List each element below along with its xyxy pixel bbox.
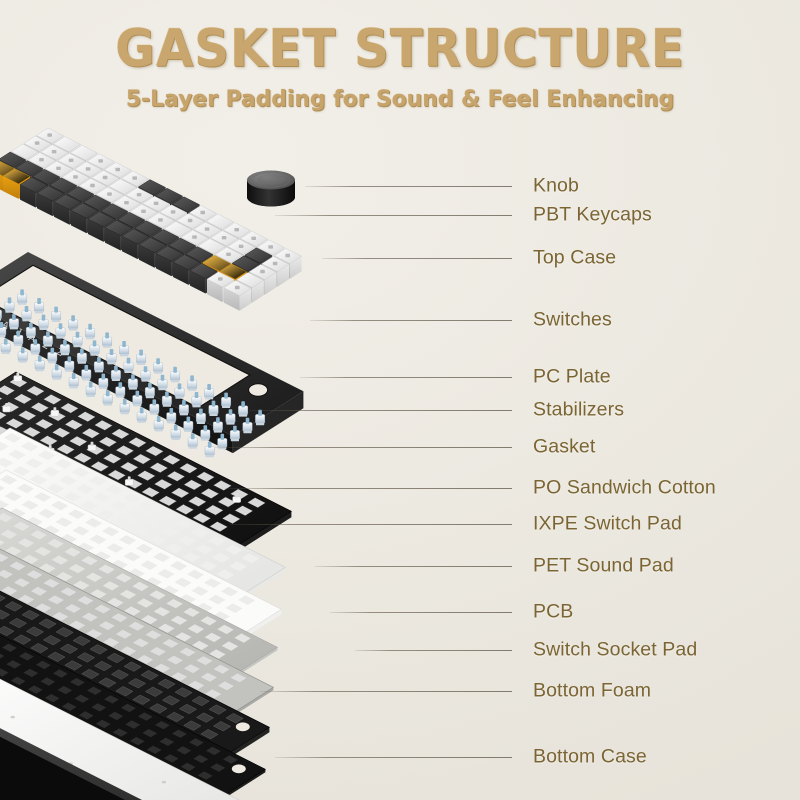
callout-label-pet-sound-pad: PET Sound Pad <box>533 555 674 578</box>
callout-label-gasket: Gasket <box>533 436 595 459</box>
leader-line-pc-plate <box>300 377 512 378</box>
leader-line-gasket <box>215 447 512 448</box>
callout-label-po-sandwich-cotton: PO Sandwich Cotton <box>533 477 716 500</box>
leader-line-knob <box>305 186 512 187</box>
leader-line-switch-socket-pad <box>355 650 512 651</box>
callout-label-knob: Knob <box>533 175 579 198</box>
callout-label-pc-plate: PC Plate <box>533 366 611 389</box>
leader-line-top-case <box>322 258 512 259</box>
leader-line-bottom-foam <box>260 691 512 692</box>
leader-line-pbt-keycaps <box>275 215 512 216</box>
callout-label-bottom-case: Bottom Case <box>533 746 647 769</box>
leader-line-pet-sound-pad <box>315 566 512 567</box>
callout-label-pbt-keycaps: PBT Keycaps <box>533 204 652 227</box>
leader-line-ixpe-switch-pad <box>230 524 512 525</box>
callout-label-top-case: Top Case <box>533 247 616 270</box>
callout-label-switches: Switches <box>533 309 612 332</box>
callout-label-switch-socket-pad: Switch Socket Pad <box>533 639 697 662</box>
callout-label-pcb: PCB <box>533 601 573 624</box>
leader-line-pcb <box>330 612 512 613</box>
leader-line-stabilizers <box>250 410 512 411</box>
leader-line-switches <box>310 320 512 321</box>
leader-line-bottom-case <box>275 757 512 758</box>
callout-label-stabilizers: Stabilizers <box>533 399 624 422</box>
leader-line-po-sandwich-cotton <box>225 488 512 489</box>
callout-label-bottom-foam: Bottom Foam <box>533 680 651 703</box>
callout-label-ixpe-switch-pad: IXPE Switch Pad <box>533 513 682 536</box>
